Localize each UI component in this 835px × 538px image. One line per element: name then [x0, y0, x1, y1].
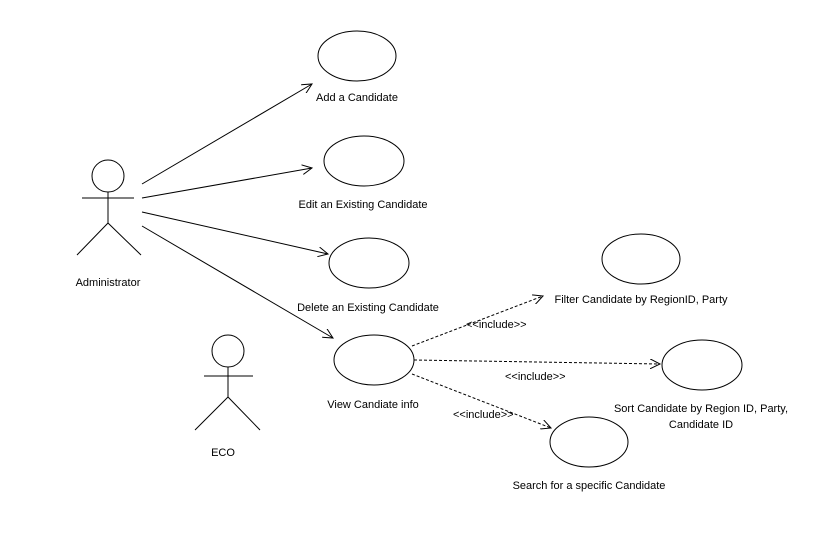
use-case-search[interactable]: Search for a specific Candidate	[513, 416, 666, 492]
use-case-delete-ellipse	[328, 237, 410, 289]
include-label-sort: <<include>>	[505, 371, 566, 383]
actor-eco-head	[211, 334, 245, 368]
use-case-filter-label: Filter Candidate by RegionID, Party	[554, 294, 728, 306]
actor-administrator-right-leg	[107, 222, 142, 256]
use-case-add[interactable]: Add a Candidate	[316, 30, 398, 104]
use-case-add-label: Add a Candidate	[316, 92, 398, 104]
use-case-view-label: View Candiate info	[327, 399, 419, 411]
include-label-search: <<include>>	[453, 409, 514, 421]
actor-administrator-head	[91, 159, 125, 193]
use-case-add-ellipse	[317, 30, 397, 82]
use-case-search-label: Search for a specific Candidate	[513, 480, 666, 492]
actor-eco-left-leg	[194, 396, 229, 431]
use-case-view-ellipse	[333, 334, 415, 386]
include-arrow-sort	[413, 360, 660, 364]
use-case-view[interactable]: View Candiate info	[327, 334, 419, 411]
use-case-delete-label: Delete an Existing Candidate	[297, 302, 439, 314]
actor-administrator-label: Administrator	[76, 277, 141, 289]
use-case-sort[interactable]: Sort Candidate by Region ID, Party, Cand…	[614, 339, 788, 431]
association-add	[141, 84, 312, 185]
use-case-filter-ellipse	[601, 233, 681, 285]
use-case-edit[interactable]: Edit an Existing Candidate	[298, 135, 428, 211]
actor-administrator[interactable]: Administrator	[76, 159, 142, 289]
include-label-filter: <<include>>	[466, 319, 527, 331]
include-arrow-filter	[411, 296, 543, 347]
use-case-edit-ellipse	[323, 135, 405, 187]
association-edit	[141, 168, 312, 199]
association-view	[141, 225, 333, 338]
use-case-delete[interactable]: Delete an Existing Candidate	[297, 237, 439, 314]
association-delete	[141, 211, 328, 254]
use-case-filter[interactable]: Filter Candidate by RegionID, Party	[554, 233, 728, 306]
use-case-sort-ellipse	[661, 339, 743, 391]
use-case-sort-label-line1: Sort Candidate by Region ID, Party,	[614, 403, 788, 415]
actor-administrator-left-leg	[76, 222, 109, 256]
use-case-edit-label: Edit an Existing Candidate	[298, 199, 427, 211]
actor-eco-label: ECO	[211, 447, 235, 459]
use-case-search-ellipse	[549, 416, 629, 468]
actor-eco[interactable]: ECO	[194, 334, 261, 459]
actor-eco-right-leg	[227, 396, 261, 431]
use-case-sort-label-line2: Candidate ID	[669, 419, 733, 431]
